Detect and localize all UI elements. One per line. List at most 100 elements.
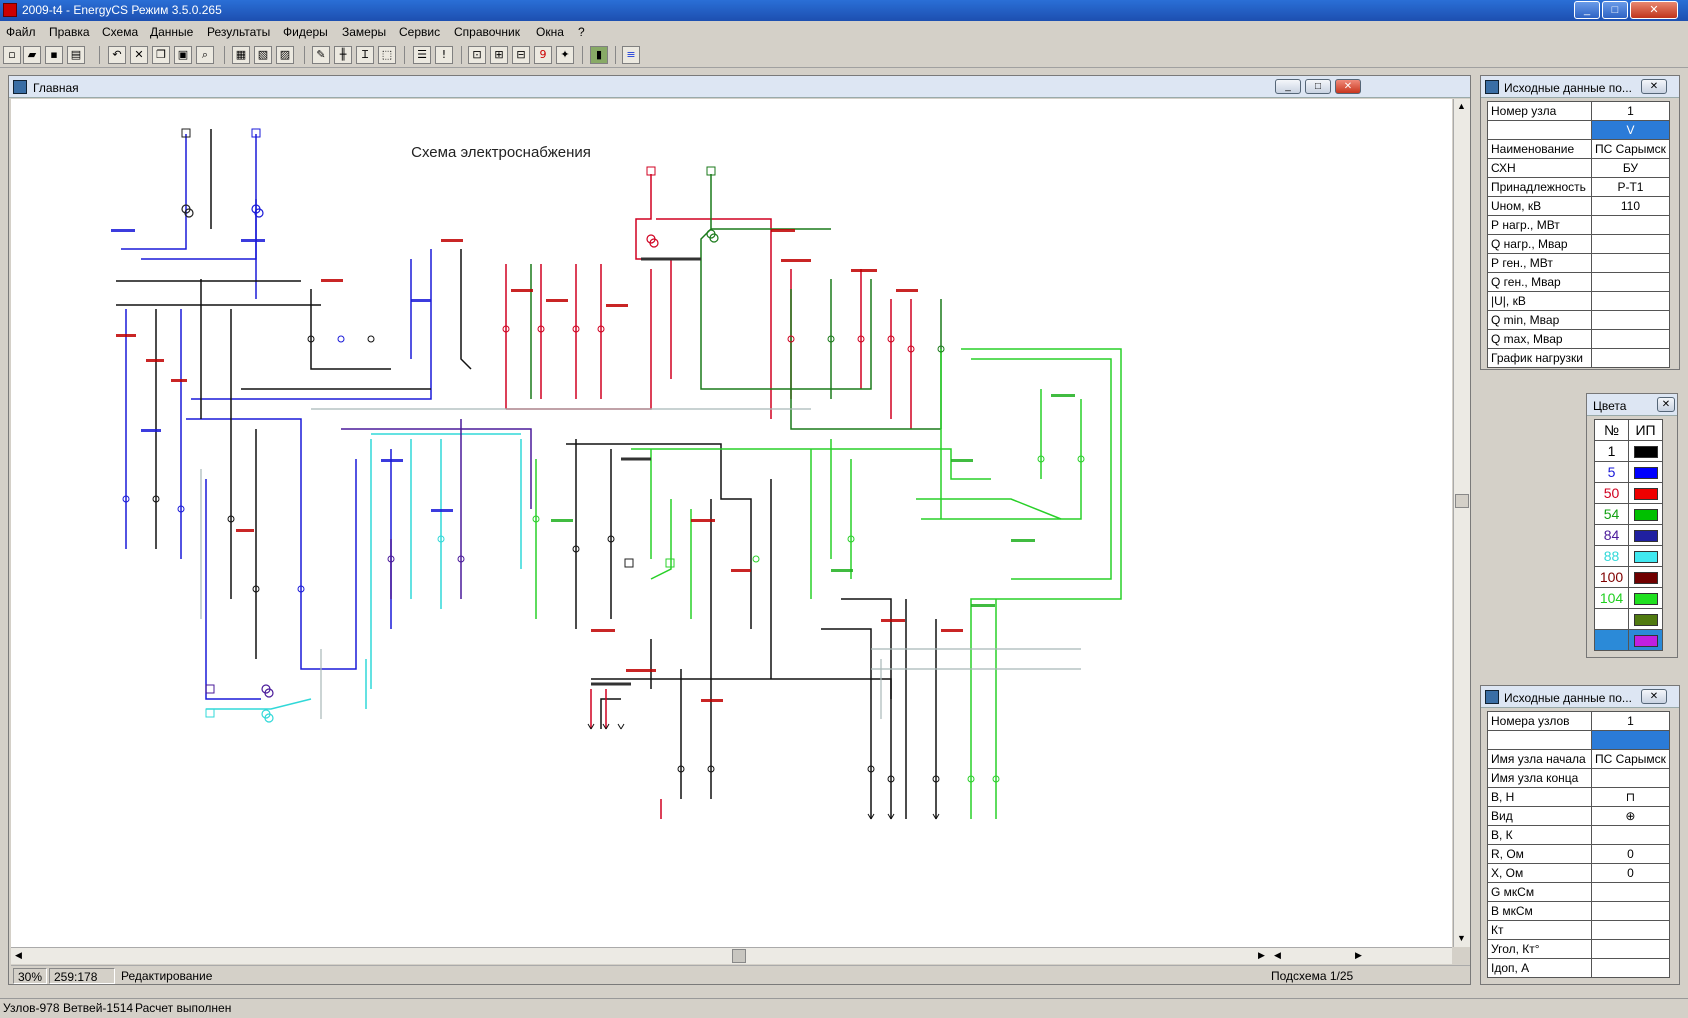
prop-row[interactable] bbox=[1487, 730, 1670, 750]
prop-value[interactable] bbox=[1591, 215, 1670, 235]
color-row[interactable]: 1 bbox=[1594, 440, 1663, 462]
prop-row[interactable]: V bbox=[1487, 120, 1670, 140]
calc-icon[interactable]: 9 bbox=[534, 46, 552, 64]
color-row[interactable]: 88 bbox=[1594, 545, 1663, 567]
electrical-scheme[interactable]: Схема электроснабжения bbox=[11, 99, 1452, 947]
book-icon[interactable]: ▮ bbox=[590, 46, 608, 64]
branch-icon[interactable]: Ɪ bbox=[356, 46, 374, 64]
info-icon[interactable]: ! bbox=[435, 46, 453, 64]
prop-value[interactable] bbox=[1591, 882, 1670, 902]
prop-value[interactable] bbox=[1591, 730, 1670, 750]
new-icon[interactable]: ▫ bbox=[3, 46, 21, 64]
scroll-up-icon[interactable]: ▲ bbox=[1457, 101, 1466, 111]
vertical-scrollbar[interactable]: ▲ ▼ bbox=[1453, 99, 1470, 947]
prop-row[interactable]: Р ген., МВт bbox=[1487, 253, 1670, 273]
menu-icon[interactable]: ≡ bbox=[622, 46, 640, 64]
transformer-symbol-icon[interactable]: ⊕ bbox=[1591, 806, 1670, 826]
prop-value[interactable]: ПС Сарымск bbox=[1591, 139, 1670, 159]
prop-value[interactable]: 0 bbox=[1591, 863, 1670, 883]
window-close-button[interactable]: ✕ bbox=[1335, 79, 1361, 94]
menu-reference[interactable]: Справочник bbox=[454, 25, 520, 39]
prop-row[interactable]: G мкСм bbox=[1487, 882, 1670, 902]
select-icon[interactable]: ⬚ bbox=[378, 46, 396, 64]
prop-row[interactable]: Q max, Мвар bbox=[1487, 329, 1670, 349]
menu-file[interactable]: Файл bbox=[6, 25, 36, 39]
prop-value[interactable] bbox=[1591, 825, 1670, 845]
prop-value[interactable]: V bbox=[1591, 120, 1670, 140]
prop-row[interactable]: Q нагр., Мвар bbox=[1487, 234, 1670, 254]
horizontal-scroll-thumb[interactable] bbox=[732, 949, 746, 963]
window2-icon[interactable]: ▧ bbox=[254, 46, 272, 64]
color-swatch[interactable] bbox=[1633, 551, 1658, 564]
window-minimize-button[interactable]: _ bbox=[1275, 79, 1301, 94]
prop-value[interactable]: 1 bbox=[1591, 101, 1670, 121]
menu-results[interactable]: Результаты bbox=[207, 25, 271, 39]
prop-row[interactable]: Q ген., Мвар bbox=[1487, 272, 1670, 292]
prop-value[interactable] bbox=[1591, 291, 1670, 311]
table-icon[interactable]: ☰ bbox=[413, 46, 431, 64]
color-row[interactable] bbox=[1594, 629, 1663, 651]
color-swatch[interactable] bbox=[1633, 614, 1658, 627]
prop-value[interactable] bbox=[1591, 768, 1670, 788]
color-row[interactable]: 100 bbox=[1594, 566, 1663, 588]
prop-row[interactable]: В мкСм bbox=[1487, 901, 1670, 921]
prop-value[interactable]: 1 bbox=[1591, 711, 1670, 731]
scroll-left-icon[interactable]: ◀ bbox=[15, 950, 22, 960]
prop-value[interactable] bbox=[1591, 253, 1670, 273]
window-icon[interactable]: ▦ bbox=[232, 46, 250, 64]
window-maximize-button[interactable]: □ bbox=[1305, 79, 1331, 94]
prop-row[interactable]: Вид⊕ bbox=[1487, 806, 1670, 826]
draw-icon[interactable]: ✎ bbox=[312, 46, 330, 64]
params-icon[interactable]: ⊟ bbox=[512, 46, 530, 64]
color-swatch[interactable] bbox=[1633, 467, 1658, 480]
menu-data[interactable]: Данные bbox=[150, 25, 194, 39]
maximize-button[interactable]: □ bbox=[1602, 1, 1628, 19]
prop-value[interactable] bbox=[1591, 920, 1670, 940]
color-row[interactable]: 50 bbox=[1594, 482, 1663, 504]
prop-row[interactable]: Q min, Мвар bbox=[1487, 310, 1670, 330]
prop-row[interactable]: В, Н⊓ bbox=[1487, 787, 1670, 807]
breaker-symbol-icon[interactable]: ⊓ bbox=[1591, 787, 1670, 807]
menu-feeders[interactable]: Фидеры bbox=[283, 25, 328, 39]
prop-row[interactable]: Имя узла конца bbox=[1487, 768, 1670, 788]
prop-value[interactable]: БУ bbox=[1591, 158, 1670, 178]
node-icon[interactable]: ╫ bbox=[334, 46, 352, 64]
cut-icon[interactable]: ✕ bbox=[130, 46, 148, 64]
prop-value[interactable]: ПС Сарымск bbox=[1591, 749, 1670, 769]
prop-value[interactable] bbox=[1591, 272, 1670, 292]
open-icon[interactable]: ▰ bbox=[23, 46, 41, 64]
prop-row[interactable]: Кт bbox=[1487, 920, 1670, 940]
prop-row[interactable]: В, К bbox=[1487, 825, 1670, 845]
save-icon[interactable]: ▪ bbox=[45, 46, 63, 64]
branch-panel-close-button[interactable]: ✕ bbox=[1641, 689, 1667, 704]
color-row[interactable]: 5 bbox=[1594, 461, 1663, 483]
vertical-scroll-thumb[interactable] bbox=[1455, 494, 1469, 508]
menu-edit[interactable]: Правка bbox=[49, 25, 90, 39]
diagram-canvas[interactable]: Схема электроснабжения bbox=[11, 99, 1452, 947]
print-icon[interactable]: ▤ bbox=[67, 46, 85, 64]
color-row[interactable]: 104 bbox=[1594, 587, 1663, 609]
page-prev-icon[interactable]: ◀ bbox=[1274, 950, 1281, 960]
menu-help[interactable]: ? bbox=[578, 25, 585, 39]
prop-value[interactable]: 0 bbox=[1591, 844, 1670, 864]
menu-measurements[interactable]: Замеры bbox=[342, 25, 387, 39]
node-panel-close-button[interactable]: ✕ bbox=[1641, 79, 1667, 94]
color-swatch[interactable] bbox=[1633, 446, 1658, 459]
prop-value[interactable]: 110 bbox=[1591, 196, 1670, 216]
prop-value[interactable] bbox=[1591, 901, 1670, 921]
color-swatch[interactable] bbox=[1633, 635, 1658, 648]
prop-value[interactable] bbox=[1591, 329, 1670, 349]
color-swatch[interactable] bbox=[1633, 509, 1658, 522]
find-icon[interactable]: ⌕ bbox=[196, 46, 214, 64]
prop-value[interactable] bbox=[1591, 939, 1670, 959]
paste-icon[interactable]: ▣ bbox=[174, 46, 192, 64]
scroll-right-icon[interactable]: ▶ bbox=[1258, 950, 1265, 960]
prop-row[interactable]: |U|, кВ bbox=[1487, 291, 1670, 311]
